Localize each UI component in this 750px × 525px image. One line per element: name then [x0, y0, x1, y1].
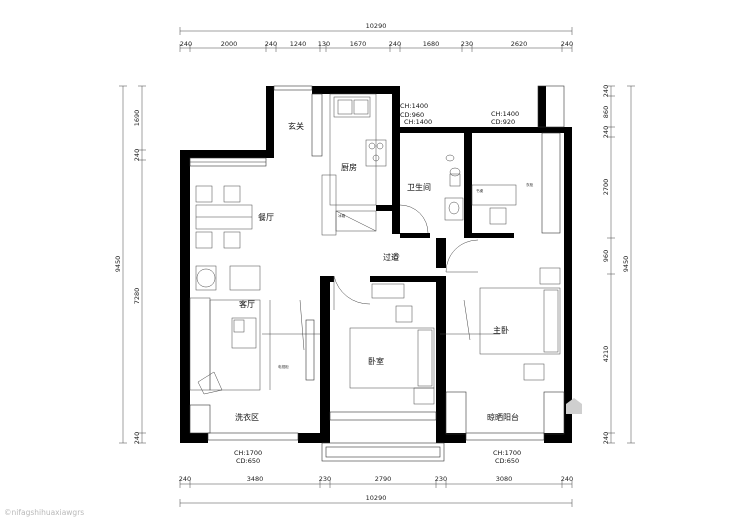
room-label-balcony: 晾晒阳台: [487, 412, 519, 422]
right-segment: 240: [602, 432, 610, 444]
stove-burner-icon: [376, 142, 384, 150]
bottom-segment: 240: [179, 475, 191, 483]
bottom-segment: 3080: [496, 475, 513, 483]
bottom-segment: 3480: [247, 475, 264, 483]
chair-icon: [223, 231, 241, 249]
bedroom-furniture: [333, 275, 435, 405]
coffee-table: [231, 317, 257, 349]
room-label-bathroom: 卫生间: [407, 182, 431, 192]
room-label-dining: 餐厅: [258, 213, 274, 222]
left-segment: 240: [133, 149, 141, 161]
room-label-living: 客厅: [239, 299, 255, 309]
bathroom-fixtures: [399, 154, 464, 234]
desk-chair: [489, 207, 507, 225]
left-segment: 240: [133, 432, 141, 444]
room-labels: 玄关 厨房 卫生间 餐厅 客厅 过道 卧室 主卧 洗衣区 晾晒阳台: [235, 121, 519, 422]
walls: [180, 86, 572, 443]
desk-chair: [395, 305, 413, 323]
right-total-dimension: 9450: [622, 256, 630, 273]
top-segment: 1240: [290, 40, 307, 48]
room-label-laundry: 洗衣区: [235, 412, 259, 422]
right-dimensions: 240 860 240 2700 960 4210 240 9450: [602, 85, 635, 444]
top-segment: 240: [265, 40, 277, 48]
top-segment: 230: [461, 40, 473, 48]
master-window-ch: CH:1400: [491, 110, 519, 118]
master-furniture: 书桌 衣柜: [445, 182, 561, 381]
wardrobe-label: 衣柜: [526, 182, 534, 187]
fridge-label: 冰箱: [338, 213, 346, 218]
left-segment: 7280: [133, 288, 141, 305]
top-segment: 2620: [511, 40, 528, 48]
kitchen-fixtures: 冰箱: [321, 93, 387, 236]
room-label-master-bedroom: 主卧: [493, 325, 509, 335]
balcony-window-cd: CD:650: [495, 457, 519, 465]
watermark-text: ©nifagshihuaxiawgrs: [4, 508, 84, 517]
top-segment: 240: [389, 40, 401, 48]
top-segment: 2000: [221, 40, 238, 48]
dining-furniture: [195, 185, 253, 249]
top-segment: 1680: [423, 40, 440, 48]
basin-icon: [444, 197, 464, 221]
right-segment: 240: [602, 85, 610, 97]
sink-icon: [337, 99, 353, 115]
room-label-bedroom: 卧室: [368, 356, 384, 366]
living-furniture: 电视柜: [189, 265, 289, 395]
guide-lines: [262, 252, 500, 351]
bottom-segment: 230: [435, 475, 447, 483]
watermark: ©nifagshihuaxiawgrs: [4, 398, 582, 517]
room-label-hallway: 过道: [383, 252, 399, 262]
top-total-dimension: 10290: [366, 22, 387, 30]
room-label-kitchen: 厨房: [341, 162, 357, 172]
shower-icon: [445, 154, 455, 162]
windows: [189, 85, 565, 462]
stove-burner-icon: [368, 142, 376, 150]
right-segment: 960: [602, 250, 610, 262]
top-dimensions: 10290 240 2000 240 1240 130 1670 240 168…: [179, 22, 573, 52]
chair-icon: [195, 231, 213, 249]
right-segment: 2700: [602, 179, 610, 196]
top-segment: 240: [180, 40, 192, 48]
nightstand: [413, 387, 435, 405]
top-segment: 240: [561, 40, 573, 48]
bottom-total-dimension: 10290: [366, 494, 387, 502]
plant-icon: [196, 268, 216, 288]
bedroom-door-icon: [333, 275, 371, 305]
nightstand: [523, 363, 545, 381]
tv-cabinet-label: 电视柜: [278, 364, 289, 369]
bath-door-icon: [399, 204, 429, 234]
top-segment: 130: [318, 40, 330, 48]
left-total-dimension: 9450: [114, 256, 122, 273]
left-segment: 1690: [133, 110, 141, 127]
master-door-icon: [445, 239, 479, 273]
bottom-segment: 2790: [375, 475, 392, 483]
right-segment: 860: [602, 106, 610, 118]
kitchen-window-cd: CD:960: [400, 111, 424, 119]
stove-burner-icon: [372, 154, 380, 162]
desk: [471, 184, 517, 206]
window-notes: CH:1400 CD:960 CH:1400 CH:1400 CD:920 CH…: [234, 102, 521, 465]
chair-icon: [195, 185, 213, 203]
nightstand: [539, 267, 561, 285]
balcony-window-ch: CH:1700: [493, 449, 521, 457]
bath-window-ch: CH:1400: [404, 118, 432, 126]
master-bed: [479, 287, 561, 355]
desk-label: 书桌: [476, 188, 484, 193]
right-segment: 4210: [602, 346, 610, 363]
room-label-entrance: 玄关: [288, 121, 304, 131]
laundry-window-ch: CH:1700: [234, 449, 262, 457]
kitchen-window-ch: CH:1400: [400, 102, 428, 110]
bottom-segment: 230: [319, 475, 331, 483]
bottom-segment: 240: [561, 475, 573, 483]
watermark-logo-icon: [566, 398, 582, 414]
toilet-icon: [449, 173, 461, 187]
master-window-cd: CD:920: [491, 118, 515, 126]
bed: [349, 327, 435, 389]
laundry-window-cd: CD:650: [236, 457, 260, 465]
bottom-dimensions: 240 3480 230 2790 230 3080 240 10290: [179, 475, 573, 507]
left-dimensions: 9450 1690 240 7280 240: [114, 85, 146, 444]
top-segment: 1670: [350, 40, 367, 48]
right-segment: 240: [602, 126, 610, 138]
chair-icon: [223, 185, 241, 203]
